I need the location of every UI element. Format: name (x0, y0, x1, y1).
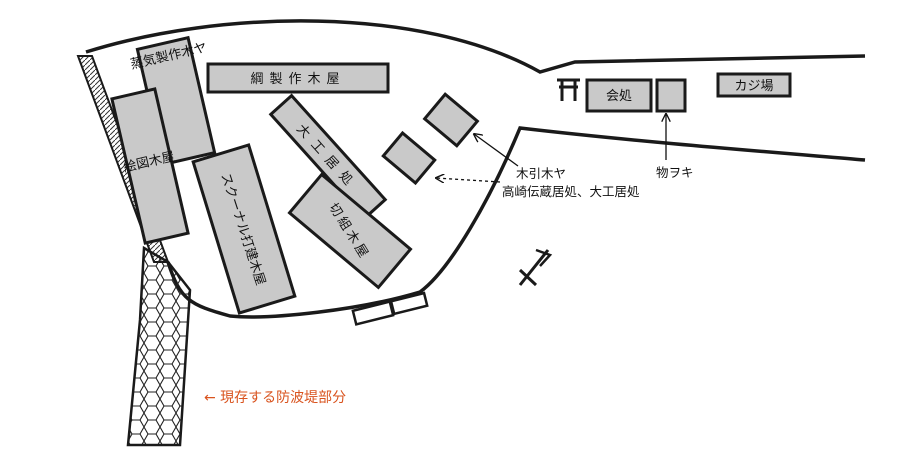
site-outline (85, 19, 866, 74)
label-timber-hauling: 木引木ヤ (516, 166, 566, 181)
storehouse-building (655, 78, 687, 113)
svg-text:カジ場: カジ場 (734, 79, 773, 94)
quarters-shed (381, 130, 437, 186)
svg-text:会処: 会処 (606, 89, 632, 104)
svg-text:綱製作木屋: 綱製作木屋 (250, 72, 345, 87)
breakwater-existing (126, 245, 192, 447)
building-meeting-place: 会処 (585, 78, 653, 113)
label-existing-breakwater: ← 現存する防波堤部分 (204, 390, 346, 406)
arrow-quarters (436, 178, 501, 182)
slipway-left (351, 300, 395, 326)
label-quarters: 高崎伝蔵居処、大工居処 (502, 184, 640, 199)
building-drawing-shed: 絵図木屋 (110, 87, 190, 245)
shoreline-lower (166, 126, 866, 319)
slipway-right (389, 291, 429, 316)
shrine-symbol-icon (518, 248, 553, 287)
building-smithy: カジ場 (716, 72, 792, 98)
torii-gate-icon (557, 78, 580, 101)
building-schooner-shed: スクーナル打建木屋 (191, 143, 297, 315)
label-storehouse: 物ヲキ (656, 165, 694, 180)
arrow-timber-hauling (474, 134, 519, 167)
building-rope-shed: 綱製作木屋 (206, 62, 390, 94)
timber-hauling-shed (422, 92, 480, 148)
